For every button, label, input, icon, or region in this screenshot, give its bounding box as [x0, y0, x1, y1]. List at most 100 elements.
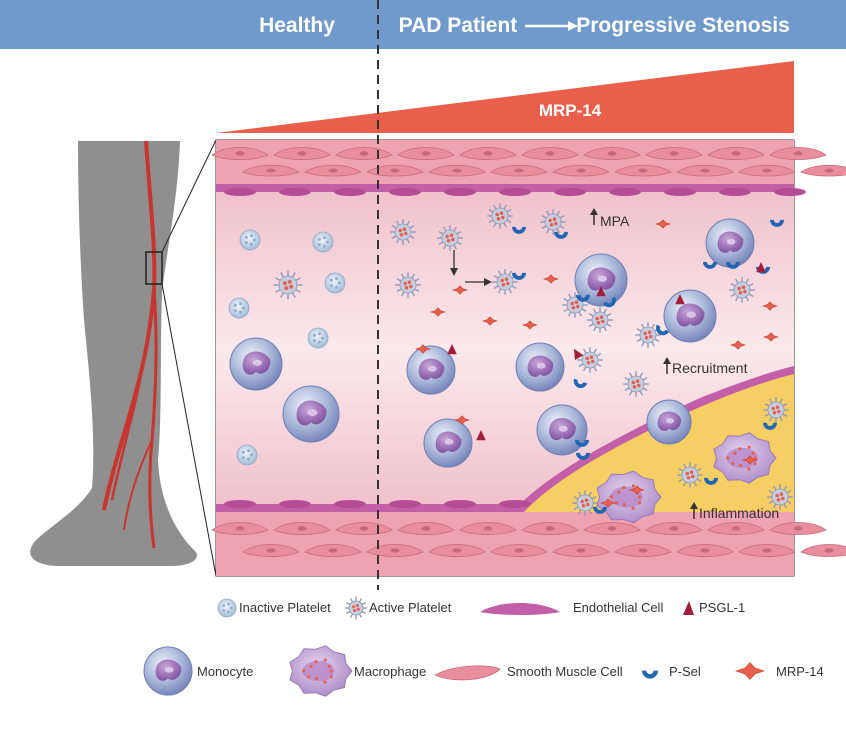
endothelial-cell — [499, 500, 531, 508]
inactive-platelet — [236, 444, 258, 466]
psel-receptor — [642, 670, 658, 679]
psel-receptor — [575, 439, 589, 447]
legend-psgl1-icon — [683, 601, 694, 615]
psgl1-ligand — [756, 262, 766, 273]
mrp14-protein — [742, 455, 758, 465]
header-pad-label: PAD Patient — [399, 14, 518, 37]
smooth-muscle-cell — [273, 147, 331, 160]
legend-mrp14-label: MRP-14 — [776, 664, 824, 679]
endothelial-cell — [334, 500, 366, 508]
psgl1-ligand — [476, 430, 486, 441]
smooth-muscle-cell — [583, 522, 641, 535]
smooth-muscle-cell — [769, 147, 827, 160]
smooth-muscle-cell — [707, 147, 765, 160]
legend-smooth-muscle-cell-label: Smooth Muscle Cell — [507, 664, 623, 679]
monocyte — [229, 337, 283, 391]
active-platelet — [623, 371, 649, 397]
smooth-muscle-cell — [459, 522, 517, 535]
active-platelet — [763, 397, 789, 423]
active-platelet — [635, 322, 661, 348]
legend-smooth-muscle-cell-icon — [434, 665, 501, 681]
monocyte — [282, 385, 340, 443]
legend-monocyte-label: Monocyte — [197, 664, 253, 679]
header-healthy-label: Healthy — [259, 14, 335, 37]
header-arrow-icon — [525, 21, 578, 31]
smooth-muscle-cell — [552, 164, 610, 177]
mrp14-protein — [454, 415, 470, 425]
psgl1-ligand — [574, 348, 584, 361]
smooth-muscle-cell — [304, 544, 362, 557]
psel-receptor — [512, 272, 526, 280]
legend-macrophage-icon — [289, 645, 353, 697]
smooth-muscle-cell — [676, 544, 734, 557]
legend-psel-label: P-Sel — [669, 664, 701, 679]
recruitment-annotation: Recruitment — [663, 357, 748, 376]
psel-receptor — [602, 296, 616, 308]
inactive-platelet — [312, 231, 334, 253]
smooth-muscle-cells-top — [211, 147, 846, 177]
smooth-muscle-cells-bottom — [211, 522, 846, 557]
smooth-muscle-cell — [645, 147, 703, 160]
endothelium-top — [216, 184, 794, 192]
active-platelet — [344, 596, 368, 620]
mrp14-protein — [763, 332, 779, 342]
legend-psel-icon — [642, 670, 658, 679]
monocyte — [574, 253, 628, 307]
active-platelet — [273, 270, 303, 300]
psel-receptor — [512, 226, 526, 234]
legend-endothelial-cell-icon — [480, 603, 560, 615]
mpa-annotation: MPA — [590, 208, 630, 229]
blood-cells — [228, 203, 793, 524]
psel-receptor — [554, 231, 568, 239]
smooth-muscle-cell — [366, 164, 424, 177]
endothelial-cells — [224, 188, 806, 508]
smooth-muscle-cell — [583, 147, 641, 160]
active-platelet — [395, 272, 421, 298]
endothelial-cell — [499, 188, 531, 196]
active-platelet — [562, 292, 588, 318]
endothelial-cell — [719, 188, 751, 196]
header-stenosis-label: Progressive Stenosis — [576, 14, 790, 37]
mrp14-protein — [543, 274, 559, 284]
monocyte — [646, 399, 692, 445]
smooth-muscle-cell — [800, 544, 846, 557]
smooth-muscle-cell — [738, 544, 796, 557]
macrophage — [289, 645, 353, 697]
smooth-muscle-cell — [428, 164, 486, 177]
legend-psgl1-label: PSGL-1 — [699, 600, 745, 615]
inflammation-label: Inflammation — [699, 505, 779, 521]
mrp14-protein — [452, 285, 468, 295]
active-platelet — [390, 219, 416, 245]
active-platelet — [487, 203, 513, 229]
endothelial-cell — [664, 188, 696, 196]
monocyte — [663, 289, 717, 343]
smooth-muscle-cell — [521, 522, 579, 535]
mrp14-protein — [762, 301, 778, 311]
endothelial-cell — [389, 188, 421, 196]
inactive-platelet — [217, 598, 237, 618]
vessel-wall-top — [216, 140, 794, 184]
monocyte — [515, 342, 565, 392]
legend-mrp14-icon — [735, 662, 765, 680]
mrp14-protein — [415, 344, 431, 354]
smooth-muscle-cell — [490, 544, 548, 557]
psel-receptor — [576, 294, 591, 302]
smooth-muscle-cell — [769, 522, 827, 535]
smooth-muscle-cell — [304, 164, 362, 177]
endothelial-cell — [444, 188, 476, 196]
psel-receptor — [573, 378, 588, 389]
monocyte — [406, 345, 456, 395]
psel-receptor — [576, 452, 591, 460]
smooth-muscle-cell — [242, 164, 300, 177]
monocyte — [705, 218, 755, 268]
endothelial-cell — [334, 188, 366, 196]
psel-receptor — [704, 477, 718, 485]
psgl1-ligand — [675, 294, 685, 305]
active-platelet — [587, 307, 613, 333]
psel-receptor — [593, 506, 607, 514]
activation-arrows — [450, 250, 492, 286]
psel-receptor — [763, 422, 777, 430]
smooth-muscle-cell — [459, 147, 517, 160]
legend: Inactive Platelet Active Platelet Endoth… — [143, 596, 824, 697]
mrp14-protein — [730, 340, 746, 350]
